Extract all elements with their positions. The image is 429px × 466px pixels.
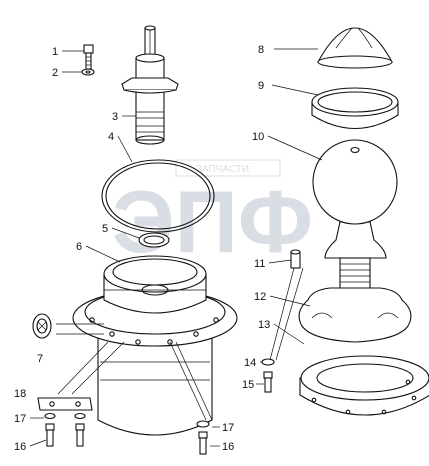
callout-16-left: 16 <box>14 441 26 453</box>
part-housing <box>72 255 238 436</box>
part-bolt <box>83 44 94 70</box>
callout-12: 12 <box>254 291 266 303</box>
leader-lines <box>29 48 323 447</box>
part-dome-cover <box>317 27 393 69</box>
callout-9: 9 <box>258 80 264 92</box>
callout-18: 18 <box>14 388 26 400</box>
callout-17-left: 17 <box>14 413 26 425</box>
callout-15: 15 <box>242 379 254 391</box>
part-small-bolt-and-washer <box>261 358 275 393</box>
part-large-o-ring <box>101 159 215 233</box>
callout-1: 1 <box>52 46 58 58</box>
part-pin <box>290 249 301 269</box>
part-ring <box>311 87 399 130</box>
callout-14: 14 <box>244 357 256 369</box>
part-cap-nut <box>32 313 52 339</box>
watermark-banner-frame <box>175 159 281 177</box>
callout-10: 10 <box>252 131 264 143</box>
callout-11: 11 <box>254 258 265 270</box>
callout-8: 8 <box>258 44 264 56</box>
part-ball-stem <box>312 139 398 299</box>
part-shaft <box>121 25 179 145</box>
callout-4: 4 <box>108 131 114 143</box>
callout-16-bottom: 16 <box>222 441 234 453</box>
part-flange-ring <box>299 355 429 416</box>
callouts: 1 2 3 4 5 6 7 8 9 10 11 12 13 14 15 16 1… <box>14 44 270 453</box>
watermark-banner: ЗАПЧАСТИ <box>196 164 249 175</box>
watermark: ЭПФ ЗАПЧАСТИ <box>112 159 313 271</box>
callout-2: 2 <box>52 67 58 79</box>
part-washer <box>81 68 95 76</box>
callout-17-bottom: 17 <box>222 422 234 434</box>
part-bottom-bolt <box>196 420 210 455</box>
callout-6: 6 <box>76 241 82 253</box>
callout-13: 13 <box>258 319 270 331</box>
part-small-seal <box>138 232 170 248</box>
callout-5: 5 <box>102 223 108 235</box>
callout-3: 3 <box>112 111 118 123</box>
part-lock-plate <box>37 397 93 447</box>
part-boot <box>298 287 412 343</box>
callout-7: 7 <box>37 353 43 365</box>
